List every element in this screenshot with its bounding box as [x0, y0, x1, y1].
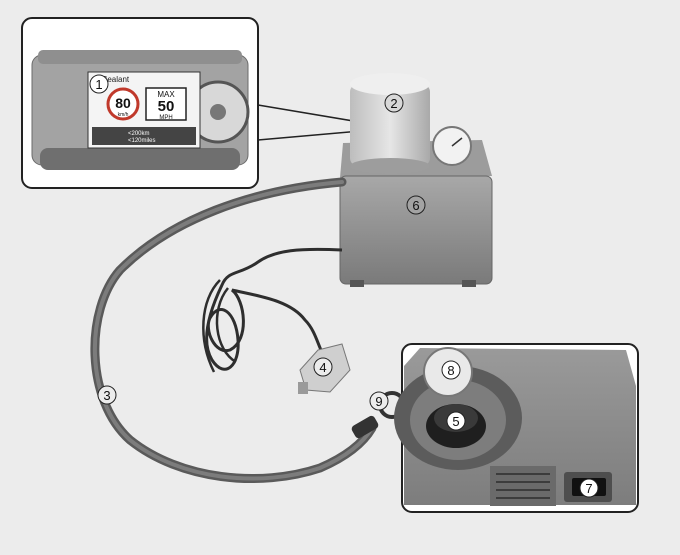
pressure-gauge	[432, 126, 472, 166]
vent-grille	[490, 466, 556, 506]
callout-2: 2	[384, 93, 404, 113]
callout-5: 5	[446, 411, 466, 431]
distance-km: <200km	[128, 131, 150, 137]
callout-5-label: 5	[452, 414, 459, 429]
max-label: MAX	[157, 90, 175, 99]
max-unit: MPH	[159, 115, 172, 121]
callout-6-label: 6	[412, 198, 419, 213]
callout-4: 4	[313, 357, 333, 377]
distance-miles: <120miles	[128, 138, 156, 144]
callout-1: 1	[89, 74, 109, 94]
callout-9: 9	[369, 391, 389, 411]
max-value: 50	[158, 98, 175, 115]
callout-1-label: 1	[95, 77, 102, 92]
callout-7: 7	[579, 478, 599, 498]
callout-7-label: 7	[585, 481, 592, 496]
speed-sign	[106, 87, 140, 121]
speed-unit: km/h	[118, 112, 129, 118]
compressor-detail-inset	[394, 343, 639, 513]
compressor-unit	[339, 73, 493, 287]
speed-limit-sticker: Sealant 80 km/h MAX 50 MPH <200km <120mi…	[87, 71, 201, 149]
callout-6: 6	[406, 195, 426, 215]
callout-3: 3	[97, 385, 117, 405]
callout-9-label: 9	[375, 394, 382, 409]
callout-3-label: 3	[103, 388, 110, 403]
sticker-brand: Sealant	[102, 75, 130, 84]
callout-8: 8	[441, 360, 461, 380]
sealant-hose	[90, 177, 377, 484]
sealant-canister	[350, 73, 430, 174]
power-cable	[202, 247, 343, 373]
callout-4-label: 4	[319, 360, 326, 375]
callout-2-label: 2	[390, 96, 397, 111]
sealant-bottle-inset: Sealant 80 km/h MAX 50 MPH <200km <120mi…	[21, 17, 259, 189]
callout-8-label: 8	[447, 363, 454, 378]
speed-value: 80	[115, 95, 131, 111]
